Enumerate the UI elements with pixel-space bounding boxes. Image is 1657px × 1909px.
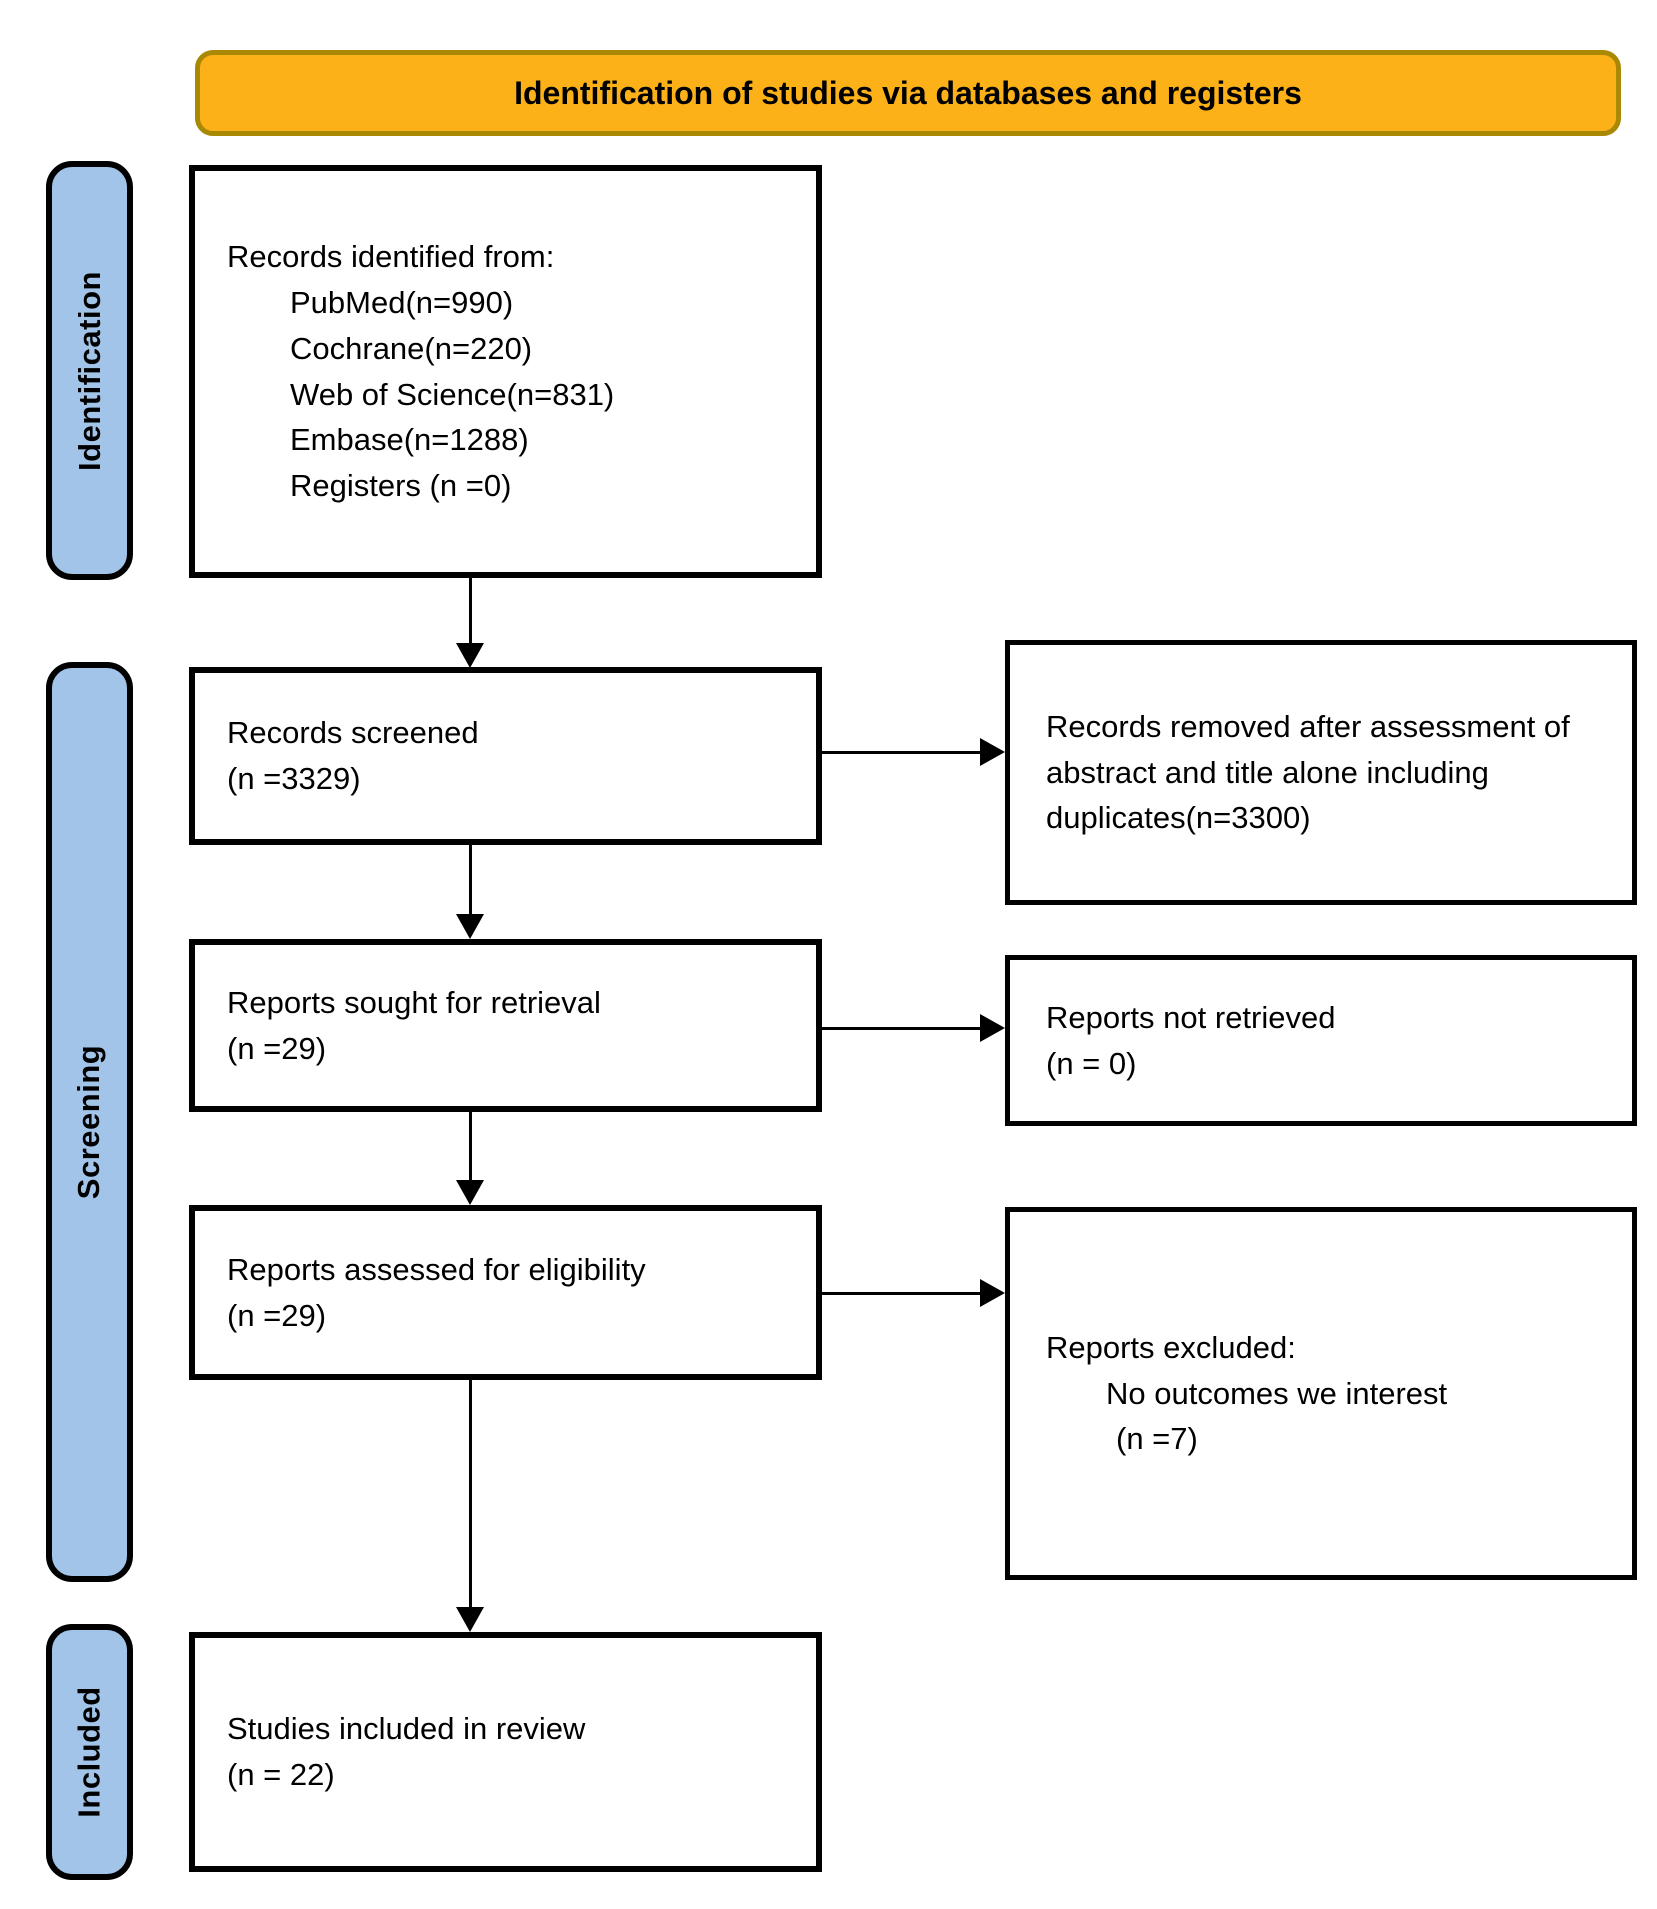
reports-excluded-box: Reports excluded: No outcomes we interes… [1005,1207,1637,1580]
header-title: Identification of studies via databases … [514,74,1302,111]
reports-sought-box: Reports sought for retrieval (n =29) [189,939,822,1112]
arrowhead-down-icon [456,1607,484,1632]
records-identified-title: Records identified from: [227,238,555,274]
reports-excluded-reason: No outcomes we interest [1106,1375,1448,1411]
arrow-line-assessed-to-excluded [822,1292,981,1295]
arrow-line-sought-to-assessed [469,1112,472,1182]
source-web-of-science: Web of Science(n=831) [290,376,615,412]
stage-label-identification: Identification [46,161,133,580]
source-registers: Registers (n =0) [290,468,512,504]
records-screened-label: Records screened [227,715,479,751]
reports-excluded-count: (n =7) [1116,1421,1198,1457]
reports-not-retrieved-label: Reports not retrieved [1046,999,1336,1035]
reports-sought-label: Reports sought for retrieval [227,984,601,1020]
reports-not-retrieved-count: (n = 0) [1046,1045,1137,1081]
records-removed-box: Records removed after assessment of abst… [1005,640,1637,905]
studies-included-count: (n = 22) [227,1757,335,1792]
arrowhead-right-icon [980,1279,1005,1307]
reports-assessed-box: Reports assessed for eligibility (n =29) [189,1205,822,1380]
arrow-line-sought-to-not-retrieved [822,1027,981,1030]
reports-assessed-label: Reports assessed for eligibility [227,1251,646,1287]
arrowhead-right-icon [980,1014,1005,1042]
arrow-line-identified-to-screened [469,575,472,645]
arrowhead-down-icon [456,914,484,939]
reports-assessed-count: (n =29) [227,1297,327,1333]
arrowhead-right-icon [980,738,1005,766]
arrow-line-assessed-to-included [469,1380,472,1610]
reports-excluded-title: Reports excluded: [1046,1329,1296,1365]
studies-included-box: Studies included in review (n = 22) [189,1632,822,1872]
arrowhead-down-icon [456,643,484,668]
records-screened-box: Records screened (n =3329) [189,667,822,845]
arrow-line-screened-to-sought [469,845,472,916]
records-screened-count: (n =3329) [227,761,361,796]
records-identified-box: Records identified from: PubMed(n=990) C… [189,165,822,578]
reports-not-retrieved-box: Reports not retrieved (n = 0) [1005,955,1637,1126]
source-pubmed: PubMed(n=990) [290,284,514,320]
source-embase: Embase(n=1288) [290,422,529,458]
stage-label-screening: Screening [46,662,133,1582]
stage-label-screening-text: Screening [71,1044,107,1200]
arrowhead-down-icon [456,1180,484,1205]
records-removed-text: Records removed after assessment of abst… [1046,708,1570,836]
stage-label-identification-text: Identification [71,270,107,471]
studies-included-label: Studies included in review [227,1711,586,1747]
stage-label-included-text: Included [71,1686,107,1818]
stage-label-included: Included [46,1624,133,1880]
reports-sought-count: (n =29) [227,1030,327,1066]
source-cochrane: Cochrane(n=220) [290,330,533,366]
arrow-line-screened-to-removed [822,751,981,754]
header-banner: Identification of studies via databases … [195,50,1621,136]
